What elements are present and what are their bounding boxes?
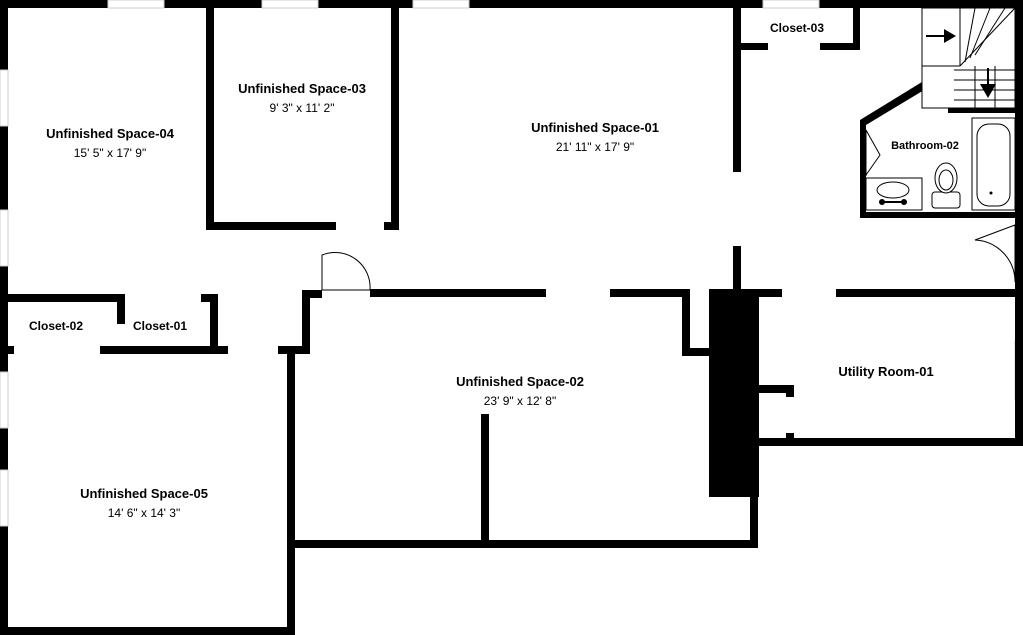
room-label-bathroom-02: Bathroom-02 [891,140,959,152]
door-swing-icon [321,251,371,291]
room-dims-unfinished-space-01: 21' 11" x 17' 9" [556,140,634,154]
door-swing-icon [865,129,881,176]
bathroom-fixtures [865,117,1016,211]
toilet-icon [931,162,961,209]
room-dims-unfinished-space-05: 14' 6" x 14' 3" [108,506,180,520]
room-label-unfinished-space-02: Unfinished Space-02 [456,374,584,389]
stairs-icon [921,7,1016,109]
arrow-down-icon [980,68,996,98]
room-label-closet-03: Closet-03 [770,21,824,35]
room-label-closet-02: Closet-02 [29,319,83,333]
room-labels: Unfinished Space-04 15' 5" x 17' 9" Unfi… [29,21,959,520]
room-dims-unfinished-space-04: 15' 5" x 17' 9" [74,146,146,160]
room-label-closet-01: Closet-01 [133,319,187,333]
arrow-right-icon [926,29,956,43]
sink-icon [865,177,923,211]
room-label-unfinished-space-01: Unfinished Space-01 [531,120,659,135]
room-dims-unfinished-space-03: 9' 3" x 11' 2" [270,101,335,115]
room-label-unfinished-space-03: Unfinished Space-03 [238,81,366,96]
door-swing-icon [974,224,1016,282]
doors [321,129,1016,291]
room-dims-unfinished-space-02: 23' 9" x 12' 8" [484,394,556,408]
room-label-unfinished-space-04: Unfinished Space-04 [46,126,175,141]
bathtub-icon [971,117,1016,211]
room-label-unfinished-space-05: Unfinished Space-05 [80,486,208,501]
room-label-utility-room-01: Utility Room-01 [838,364,933,379]
windows [0,0,1023,527]
